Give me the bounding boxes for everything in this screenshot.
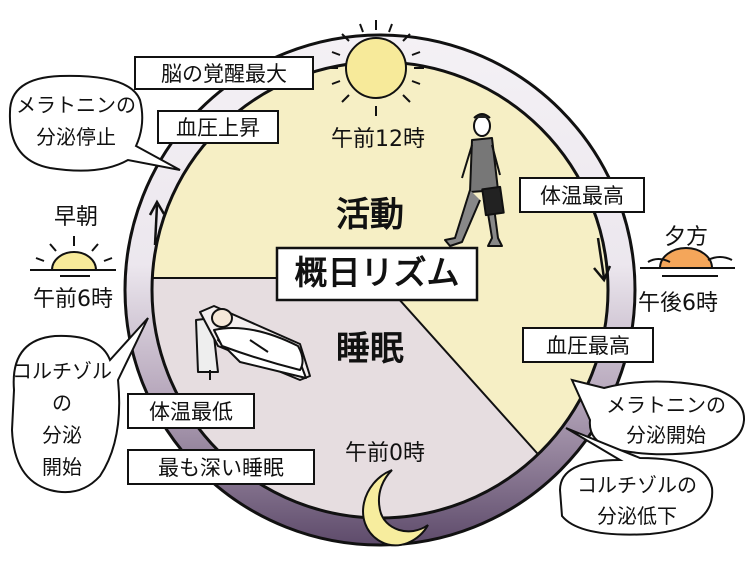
sleep-label: 睡眠 xyxy=(336,329,404,369)
activity-label: 活動 xyxy=(336,195,404,235)
sleeping-person-icon xyxy=(195,305,311,381)
bp-rise-label: 血圧上昇 xyxy=(176,116,260,140)
bubble-melatonin-start-line1: メラトニンの xyxy=(606,393,726,417)
bubble-cortisol-start xyxy=(10,317,149,494)
bubble-cortisol-down-line2: 分泌低下 xyxy=(597,504,677,528)
brain-peak-label: 脳の覚醒最大 xyxy=(161,62,287,86)
bubble-cortisol-start-line3: 分泌 xyxy=(42,423,82,447)
bubble-cortisol-down xyxy=(558,427,714,536)
bubble-cortisol-start-line4: 開始 xyxy=(42,455,82,479)
walking-man-icon xyxy=(444,113,505,247)
bubble-cortisol-start-line1: コルチゾル xyxy=(12,359,112,383)
temp-low-label: 体温最低 xyxy=(149,400,233,424)
bp-peak-label: 血圧最高 xyxy=(546,334,630,358)
dusk-label: 夕方 xyxy=(664,225,708,250)
time-noon: 午前12時 xyxy=(331,127,425,152)
up-arrow-icon xyxy=(148,199,166,246)
time-morning: 午前6時 xyxy=(33,287,113,312)
diagram-title: 概日リズム xyxy=(295,253,460,292)
brain-peak-box xyxy=(134,56,314,90)
temp-low-box xyxy=(127,393,255,429)
bp-rise-box xyxy=(157,110,279,144)
sunrise-icon xyxy=(30,236,116,277)
temp-peak-box xyxy=(519,177,645,213)
deepest-sleep-label: 最も深い睡眠 xyxy=(158,456,284,480)
title-box xyxy=(275,246,479,302)
sunset-icon xyxy=(640,247,735,277)
bubble-melatonin-start-line2: 分泌開始 xyxy=(626,423,706,447)
bubble-melatonin-stop-line2: 分泌停止 xyxy=(36,125,116,149)
bp-peak-box xyxy=(522,327,654,363)
bubble-cortisol-down-line1: コルチゾルの xyxy=(577,473,697,497)
time-evening: 午後6時 xyxy=(638,291,718,316)
bubble-melatonin-stop-line1: メラトニンの xyxy=(16,93,136,117)
temp-peak-label: 体温最高 xyxy=(540,184,624,208)
early-morning-label: 早朝 xyxy=(54,205,98,230)
bubble-melatonin-stop xyxy=(8,74,181,172)
time-midnight: 午前0時 xyxy=(345,441,425,466)
bubble-cortisol-start-line2: の xyxy=(52,391,72,415)
clockwise-arrow-icon xyxy=(593,237,612,283)
deepest-sleep-box xyxy=(127,449,315,485)
sun-icon xyxy=(328,20,424,116)
moon-icon xyxy=(362,469,429,547)
